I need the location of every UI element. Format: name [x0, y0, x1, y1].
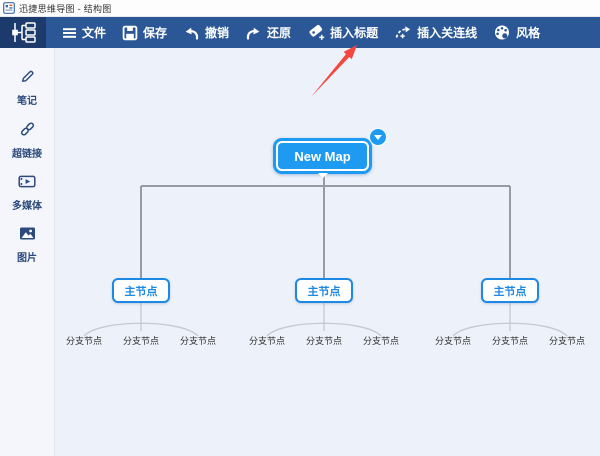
link-icon	[19, 121, 36, 142]
file-button-label: 文件	[82, 26, 107, 40]
sidebar-item-image[interactable]: 图片	[17, 226, 37, 264]
style-button[interactable]: 风格	[493, 24, 540, 41]
window-title: 迅捷思维导图 - 结构图	[19, 3, 112, 14]
insert-connector-button-label: 插入关连线	[417, 26, 478, 40]
sidebar-item-notes[interactable]: 笔记	[17, 68, 37, 107]
sidebar-item-multimedia-label: 多媒体	[12, 201, 42, 212]
branch-node[interactable]: 分支节点	[248, 336, 285, 346]
image-icon	[19, 226, 36, 246]
root-node-label: New Map	[276, 141, 369, 171]
toolbar: 文件 保存 撤销	[0, 17, 600, 48]
branch-node[interactable]: 分支节点	[65, 336, 102, 346]
connector-lines	[83, 174, 568, 337]
branch-node[interactable]: 分支节点	[548, 336, 585, 346]
sidebar-item-hyperlink[interactable]: 超链接	[12, 121, 42, 160]
app-brand-tile	[0, 17, 46, 48]
sidebar: 笔记 超链接	[0, 48, 55, 456]
sidebar-item-hyperlink-label: 超链接	[12, 149, 42, 160]
mindmap-logo-icon	[12, 22, 36, 43]
insert-title-button[interactable]: 插入标题	[307, 24, 378, 41]
chevron-down-icon	[374, 135, 382, 140]
insert-title-button-label: 插入标题	[330, 26, 379, 40]
redo-icon	[245, 25, 262, 41]
branch-node[interactable]: 分支节点	[362, 336, 399, 346]
root-node-notch	[317, 173, 328, 178]
undo-button[interactable]: 撤销	[183, 24, 229, 41]
pencil-icon	[19, 68, 35, 89]
palette-icon	[493, 24, 511, 41]
undo-icon	[183, 25, 200, 41]
media-icon	[18, 174, 36, 194]
sidebar-item-notes-label: 笔记	[17, 96, 37, 107]
main-node-1[interactable]: 主节点	[112, 278, 170, 303]
insert-connector-icon	[394, 24, 412, 41]
root-collapse-badge[interactable]	[370, 129, 386, 145]
sidebar-item-multimedia[interactable]: 多媒体	[12, 174, 42, 212]
title-bar: 迅捷思维导图 - 结构图	[0, 0, 600, 17]
redo-button-label: 还原	[267, 26, 292, 40]
main-node-2[interactable]: 主节点	[295, 278, 353, 303]
save-button[interactable]: 保存	[122, 24, 167, 41]
insert-title-tag-icon	[307, 24, 325, 41]
save-button-label: 保存	[143, 26, 168, 40]
branch-node[interactable]: 分支节点	[179, 336, 216, 346]
sidebar-item-image-label: 图片	[17, 253, 37, 264]
undo-button-label: 撤销	[205, 26, 230, 40]
branch-node[interactable]: 分支节点	[491, 336, 528, 346]
branch-node[interactable]: 分支节点	[434, 336, 471, 346]
app-logo-icon	[3, 2, 15, 14]
root-node[interactable]: New Map	[273, 129, 386, 178]
branch-node[interactable]: 分支节点	[305, 336, 342, 346]
insert-connector-button[interactable]: 插入关连线	[394, 24, 477, 41]
workspace: 笔记 超链接	[0, 48, 600, 456]
main-node-3[interactable]: 主节点	[481, 278, 539, 303]
style-button-label: 风格	[516, 26, 541, 40]
branch-node[interactable]: 分支节点	[122, 336, 159, 346]
redo-button[interactable]: 还原	[245, 24, 291, 41]
save-icon	[122, 25, 138, 41]
mindmap-canvas[interactable]: New Map 主节点 主节点 主节点 分支节点 分支节点 分支节点 分支节点 …	[55, 48, 600, 456]
menu-icon	[62, 26, 77, 40]
file-button[interactable]: 文件	[62, 24, 106, 41]
